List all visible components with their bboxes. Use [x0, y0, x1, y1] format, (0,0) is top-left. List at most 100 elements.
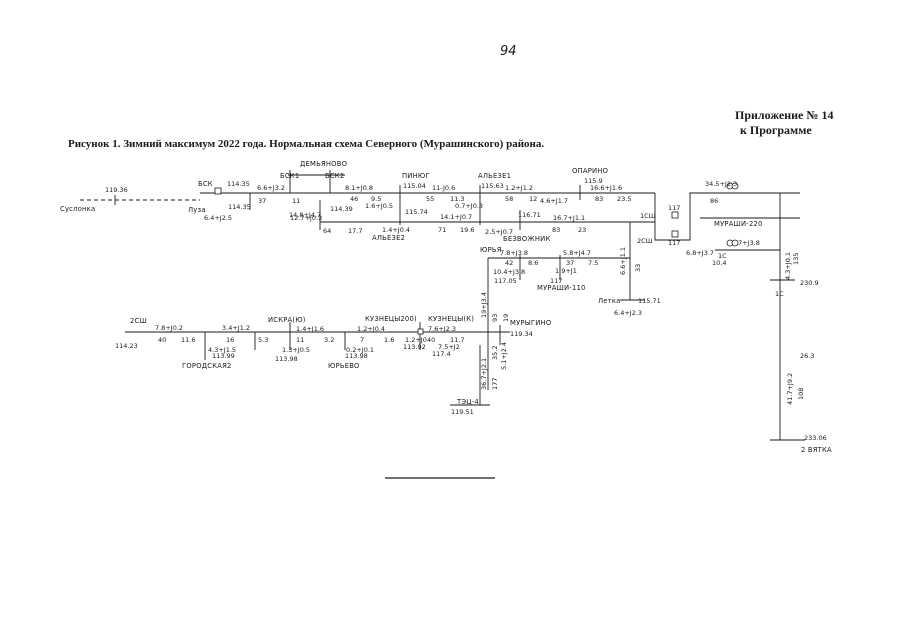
node-murashi220: МУРАШИ-220 [714, 220, 763, 228]
length-r2d: 19.6 [460, 226, 474, 234]
voltage-gorodskaya: 113.99 [212, 352, 235, 360]
length-b1-b: 11.6 [181, 336, 195, 344]
length-b5: 40 [427, 336, 435, 344]
node-murygino: МУРЫГИНО [510, 319, 551, 327]
length-vm-2: 19 [502, 314, 510, 322]
breaker-kuznk [417, 328, 424, 335]
breaker-bsk [214, 187, 222, 195]
flow-row2-d: 2.5+J0.7 [485, 228, 513, 236]
length-b1-a: 40 [158, 336, 166, 344]
transformer-murashi-b [731, 239, 739, 247]
flow-row3-d: 1.9+J1 [555, 267, 577, 275]
length-b6: 11.7 [450, 336, 464, 344]
breaker-1sh [671, 211, 679, 219]
voltage-yuryevo: 113.98 [345, 352, 368, 360]
figure-title: Рисунок 1. Зимний максимум 2022 года. Но… [68, 138, 545, 150]
length-r3c: 37 [566, 259, 574, 267]
label-1sh: 1СШ [640, 212, 656, 220]
flow-row2-a: 12.7+J0.3 [290, 214, 322, 222]
flow-alexeevo1: 1.2+J1.2 [505, 184, 533, 192]
length-vm-1: 93 [491, 314, 499, 322]
node-alexeevo1: АЛЬЕЗЕ1 [478, 172, 511, 180]
voltage-suslonka: 119.36 [105, 186, 128, 194]
flow-alexeevo1-b: 0.7+J0.3 [455, 202, 483, 210]
flow-row3-a: 7.8+J3.8 [500, 249, 528, 257]
flow-row2-b: 1.4+J0.4 [382, 226, 410, 234]
label-1c-2: 1С [775, 290, 784, 298]
label-10-4: 10.4 [712, 259, 726, 267]
node-letka: Летка [598, 297, 621, 305]
node-oparino: ОПАРИНО [572, 167, 608, 175]
flow-row2-e: 16.7+J1.1 [553, 214, 585, 222]
flow-murashi-2: 7+J3.8 [738, 239, 760, 247]
node-pinyug: ПИНЮГ [402, 172, 430, 180]
flow-letka: 6.6+J1.1 [619, 247, 627, 275]
length-r3d: 7.5 [588, 259, 598, 267]
node-2sh-left: 2СШ [130, 317, 147, 325]
voltage-kuznetsy-1: 113.92 [403, 343, 426, 351]
node-bezvozhnik: БЕЗВОЖНИК [503, 235, 550, 243]
length-r2f: 23 [578, 226, 586, 234]
label-86: 86 [710, 197, 718, 205]
flow-vm-1: 19+J3.4 [480, 292, 488, 318]
voltage-vyatka: 233.06 [804, 434, 827, 442]
voltage-murygino: 119.34 [510, 330, 533, 338]
flow-oparino: 16.6+J1.6 [590, 184, 622, 192]
voltage-murashi: 230.9 [800, 279, 819, 287]
length-vertical-1: 135 [792, 253, 800, 265]
label-117-b: 117 [668, 239, 680, 247]
length-opa-b: 23.5 [617, 195, 631, 203]
node-tets4: ТЭЦ-4 [456, 398, 479, 406]
length-b2-b: 5.3 [258, 336, 268, 344]
flow-bottom-3: 1.4+J1.6 [296, 325, 324, 333]
flow-vertical-2: 41.7+J9.2 [786, 373, 794, 405]
node-luza: Луза [188, 206, 206, 214]
transformer-86-b [731, 182, 739, 190]
voltage-kuznetsy-2: 117.4 [432, 350, 451, 358]
node-bsk: БСК [198, 180, 213, 188]
length-opa-a: 83 [595, 195, 603, 203]
flow-row3-b: 10.4+J3.8 [493, 268, 525, 276]
length-b4-b: 1.6 [384, 336, 394, 344]
length-pin-a: 55 [426, 195, 434, 203]
line-substation-1sh [654, 192, 800, 241]
voltage-oparino: 115.9 [584, 177, 603, 185]
length-al1-b: 12 [529, 195, 537, 203]
length-r2e: 83 [552, 226, 560, 234]
load-luza: 6.4+J2.5 [204, 214, 232, 222]
label-2sh: 2СШ [637, 237, 653, 245]
length-al1-a: 58 [505, 195, 513, 203]
node-kuznetsy200: КУЗНЕЦЫ200) [365, 315, 417, 323]
length-letka: 33 [634, 264, 642, 272]
flow-pinyug: 11-J0.6 [432, 184, 455, 192]
node-yurya: ЮРЬЯ [480, 246, 502, 254]
load-demyanovo: 14.8+J4.7 [289, 211, 321, 219]
flow-bsk: 6.6+J3.2 [257, 184, 285, 192]
appendix-label: Приложение № 14 [735, 108, 834, 122]
flow-bottom-4b: 0.2+J0.1 [346, 346, 374, 354]
length-r2b: 17.7 [348, 227, 362, 235]
length-v3: 26.3 [800, 352, 814, 360]
voltage-alexeevo: 116.71 [518, 211, 541, 219]
node-iskra: ИСКРА(Ю) [268, 316, 306, 324]
length-pin-b: 11.3 [450, 195, 464, 203]
flow-bottom-3b: 1.3+J0.5 [282, 346, 310, 354]
node-demyanovo: ДЕМЬЯНОВО [300, 160, 347, 168]
node-kuznetsy-k: КУЗНЕЦЫ(К) [428, 315, 474, 323]
voltage-yurya: 117.05 [494, 277, 517, 285]
length-dem-b: 9.5 [371, 195, 381, 203]
voltage-letka: 115.71 [638, 297, 661, 305]
flow-alexeevo1-c: 4.6+J1.7 [540, 197, 568, 205]
flow-bottom-5: 1.2+J0 [405, 336, 427, 344]
flow-bottom-1: 7.8+J0.2 [155, 324, 183, 332]
node-bsk1: БСК1 [280, 172, 299, 180]
length-vertical-2: 108 [797, 388, 805, 400]
voltage-bsk: 114.35 [227, 180, 250, 188]
length-bsk: 37 [258, 197, 266, 205]
node-bsk2: БСК2 [325, 172, 344, 180]
voltage-alexeevo1: 115.63 [481, 182, 504, 190]
flow-row2-c: 14.1+J0.7 [440, 213, 472, 221]
voltage-demyanovo: 114.39 [330, 205, 353, 213]
flow-vt-1: 36.7+J2.1 [480, 358, 488, 390]
flow-bottom-4: 1.2+J0.4 [357, 325, 385, 333]
